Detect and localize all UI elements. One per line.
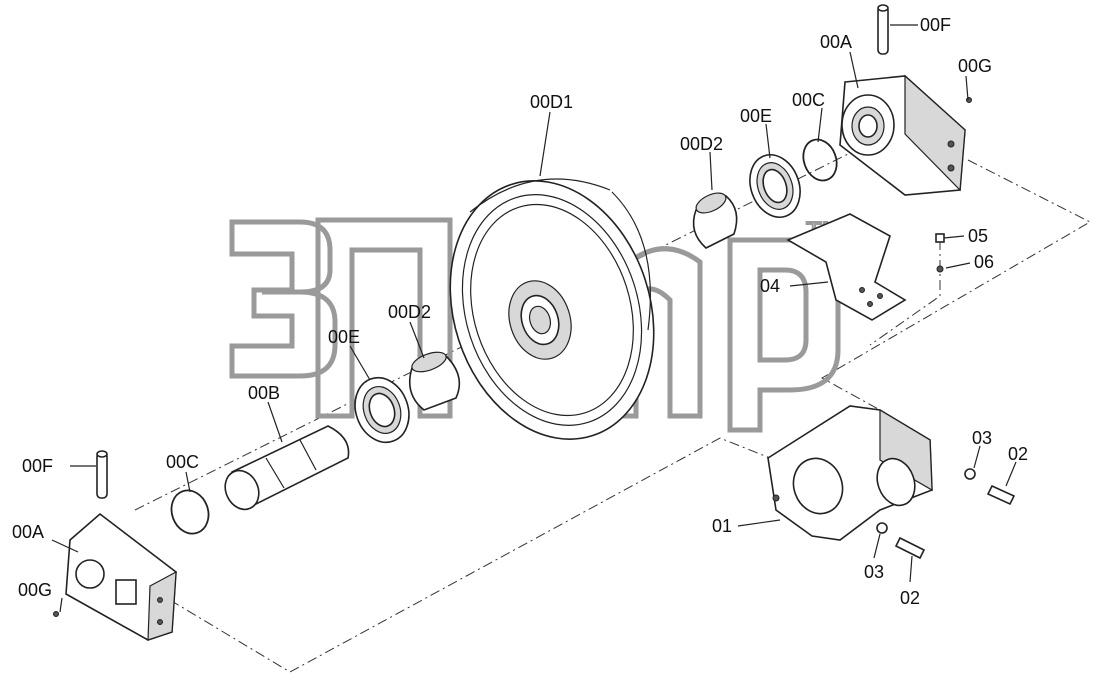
label-00c-left: 00C [166,452,199,472]
label-01: 01 [712,516,732,536]
part-oring-top [802,138,838,182]
part-support-bracket [767,405,933,541]
part-bolts-washers [876,468,1016,560]
centerline-right [820,159,1092,411]
label-00f-top: 00F [920,15,951,35]
leader-lines [51,24,1017,613]
part-bushing-mid [408,351,461,411]
part-fasteners-05-06 [935,233,945,273]
label-00d2-mid: 00D2 [388,302,431,322]
part-pin-top [877,4,889,55]
label-02-top: 02 [1008,444,1028,464]
part-idler-wheel [449,178,655,440]
part-cover-top [839,74,972,196]
part-pin-left [96,450,108,499]
label-00a-top: 00A [820,32,852,52]
part-labels: 00F 00A 00G 00C 00E 00D2 00D1 05 06 04 0… [12,15,1028,608]
label-00g-top: 00G [958,56,992,76]
part-seal-top [749,154,801,218]
part-oring-left [170,489,210,535]
label-04: 04 [760,276,780,296]
label-00e-top: 00E [740,106,772,126]
centerline-left [169,437,771,673]
label-00g-left: 00G [18,580,52,600]
part-bushing-top [692,192,738,249]
label-00b: 00B [248,383,280,403]
label-03-bot: 03 [864,562,884,582]
label-06: 06 [974,252,994,272]
label-02-bot: 02 [900,588,920,608]
part-bracket-plate [786,213,907,321]
label-05: 05 [968,226,988,246]
label-00e-mid: 00E [328,327,360,347]
watermark-letter-4 [727,237,841,433]
part-seal-mid [354,376,410,444]
label-00d1: 00D1 [530,92,573,112]
label-03-top: 03 [972,428,992,448]
part-cover-left [53,512,177,641]
label-00a-left: 00A [12,522,44,542]
part-shaft [224,425,350,511]
centerline-bracket [869,240,941,346]
label-00c-top: 00C [792,90,825,110]
label-00f-left: 00F [22,456,53,476]
label-00d2-top: 00D2 [680,134,723,154]
